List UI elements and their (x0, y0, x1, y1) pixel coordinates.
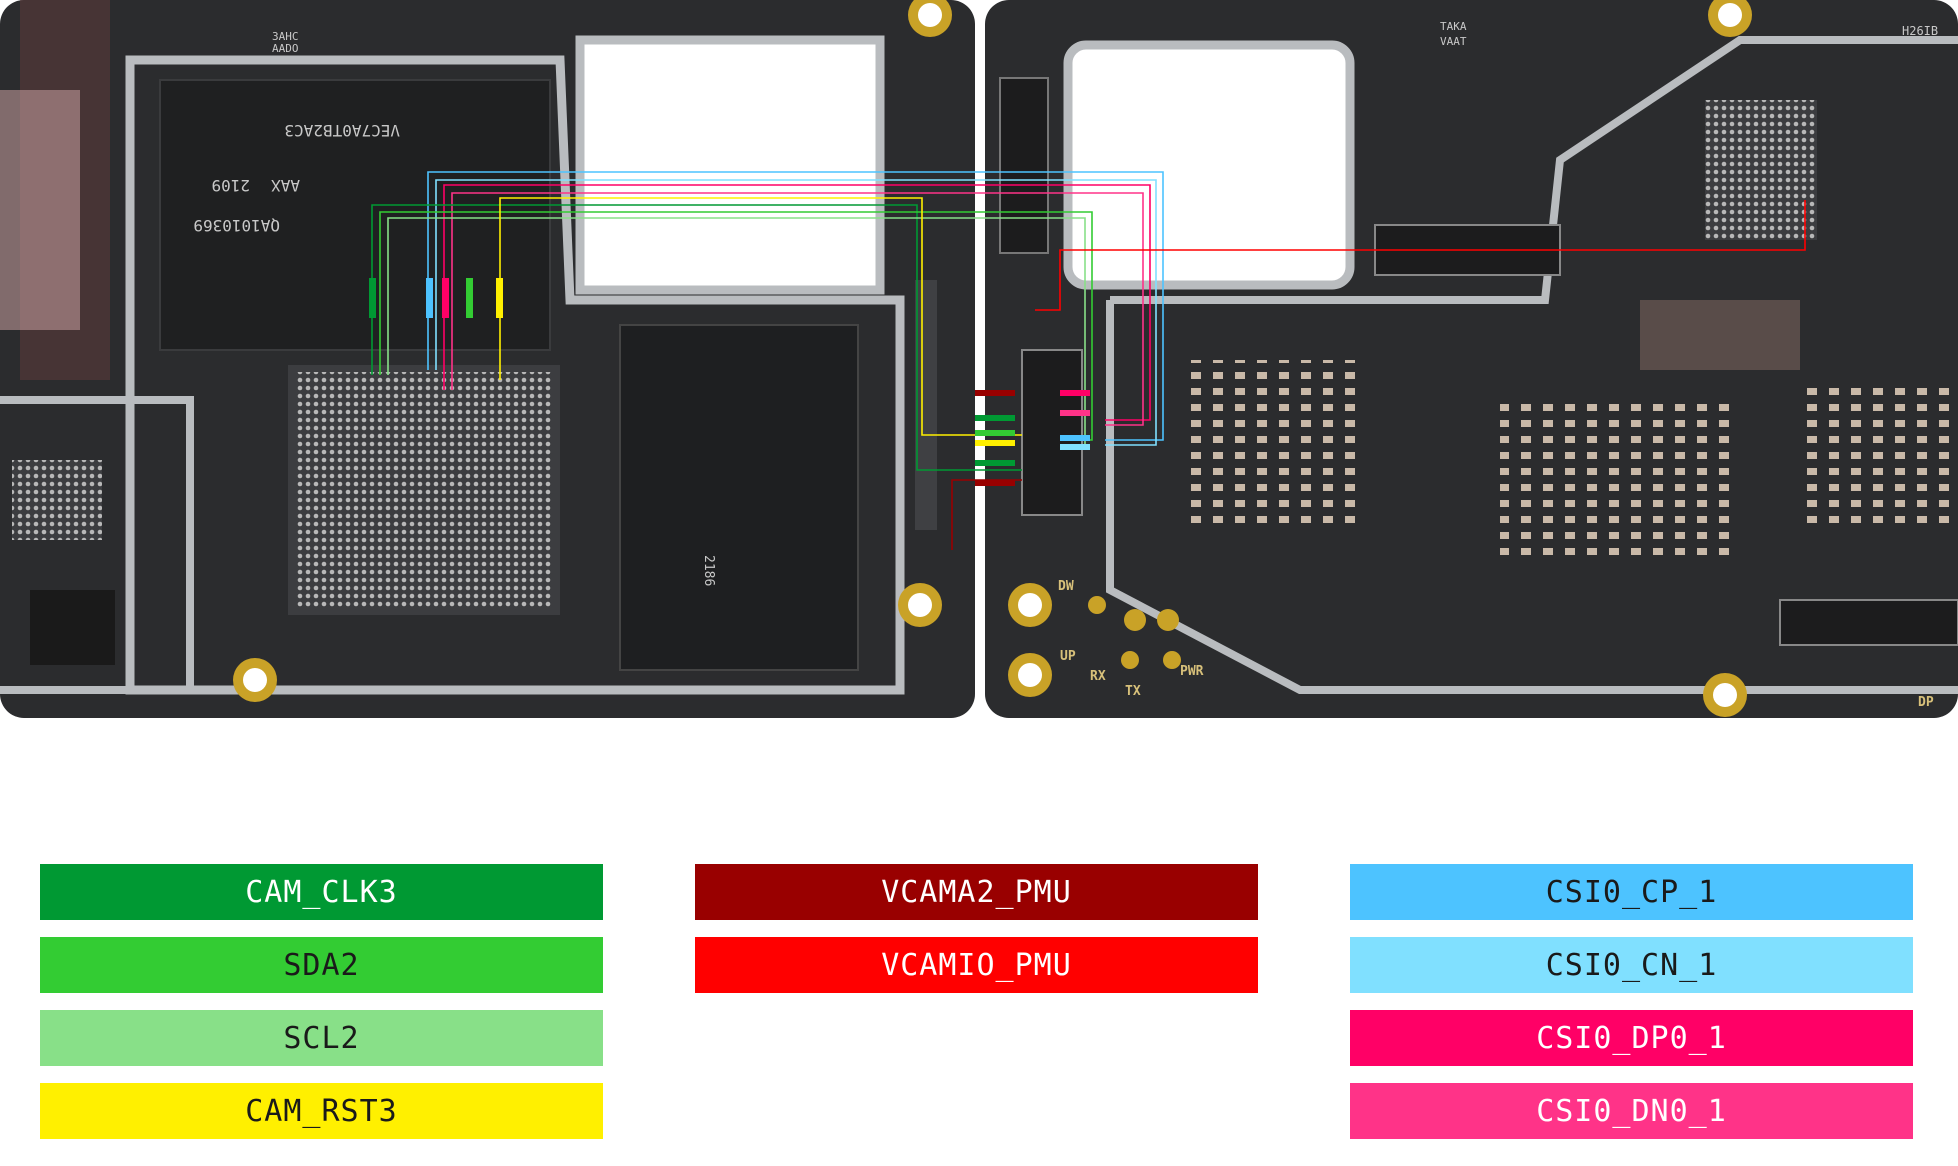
mark-dw: DW (1058, 579, 1074, 594)
mark-rx: RX (1090, 669, 1106, 684)
mark-2186: 2186 (701, 555, 716, 586)
legend-vcama2-pmu: VCAMA2_PMU (695, 864, 1258, 920)
pcb-board-photo: 3AHC AADO VEC7A0TB2AC3 2109 AAX QA101036… (0, 0, 1958, 718)
right-board (985, 0, 1958, 718)
trace-vcamio-pmu (1035, 200, 1806, 311)
trace-cam-clk3 (371, 204, 1022, 471)
legend-label: VCAMA2_PMU (881, 874, 1072, 910)
mark-vaat: VAAT (1440, 35, 1467, 48)
mark-aax: AAX (271, 176, 300, 195)
legend-label: CAM_CLK3 (245, 874, 398, 910)
highlighted-pads (369, 278, 1090, 486)
legend-label: CSI0_DN0_1 (1536, 1093, 1727, 1129)
legend-cam-rst3: CAM_RST3 (40, 1083, 603, 1139)
mark-3ahc: 3AHC (272, 30, 299, 43)
trace-cam-rst3 (499, 197, 1022, 436)
mark-part-number: VEC7A0TB2AC3 (284, 121, 400, 140)
trace-csi0-cp-1 (427, 171, 1164, 441)
legend-label: SCL2 (283, 1020, 360, 1056)
legend-label: VCAMIO_PMU (881, 947, 1072, 983)
left-board (0, 0, 975, 718)
legend-label: CAM_RST3 (245, 1093, 398, 1129)
trace-csi0-cn-1 (435, 179, 1157, 446)
legend-csi0-cp-1: CSI0_CP_1 (1350, 864, 1913, 920)
legend-label: CSI0_DP0_1 (1536, 1020, 1727, 1056)
legend-scl2: SCL2 (40, 1010, 603, 1066)
mark-qa: QA1010369 (193, 216, 280, 235)
mark-aado: AADO (272, 42, 299, 55)
legend-label: SDA2 (283, 947, 360, 983)
mark-taka: TAKA (1440, 20, 1467, 33)
trace-csi0-dp0-1 (443, 184, 1151, 421)
mark-up: UP (1060, 649, 1076, 664)
legend-csi0-dp0-1: CSI0_DP0_1 (1350, 1010, 1913, 1066)
mark-2109: 2109 (211, 176, 250, 195)
mark-h26ib: H26IB (1902, 24, 1938, 38)
silkscreen-labels: 3AHC AADO VEC7A0TB2AC3 2109 AAX QA101036… (193, 20, 1938, 710)
legend-label: CSI0_CP_1 (1545, 874, 1718, 910)
legend-cam-clk3: CAM_CLK3 (40, 864, 603, 920)
legend-csi0-cn-1: CSI0_CN_1 (1350, 937, 1913, 993)
signal-traces (371, 171, 1806, 550)
legend-vcamio-pmu: VCAMIO_PMU (695, 937, 1258, 993)
mark-pwr: PWR (1180, 664, 1204, 679)
legend-sda2: SDA2 (40, 937, 603, 993)
trace-csi0-dn0-1 (451, 192, 1144, 426)
trace-scl2 (387, 217, 1086, 445)
legend-csi0-dn0-1: CSI0_DN0_1 (1350, 1083, 1913, 1139)
mark-dp: DP (1918, 695, 1934, 710)
mark-tx: TX (1125, 684, 1141, 699)
legend-label: CSI0_CN_1 (1545, 947, 1718, 983)
